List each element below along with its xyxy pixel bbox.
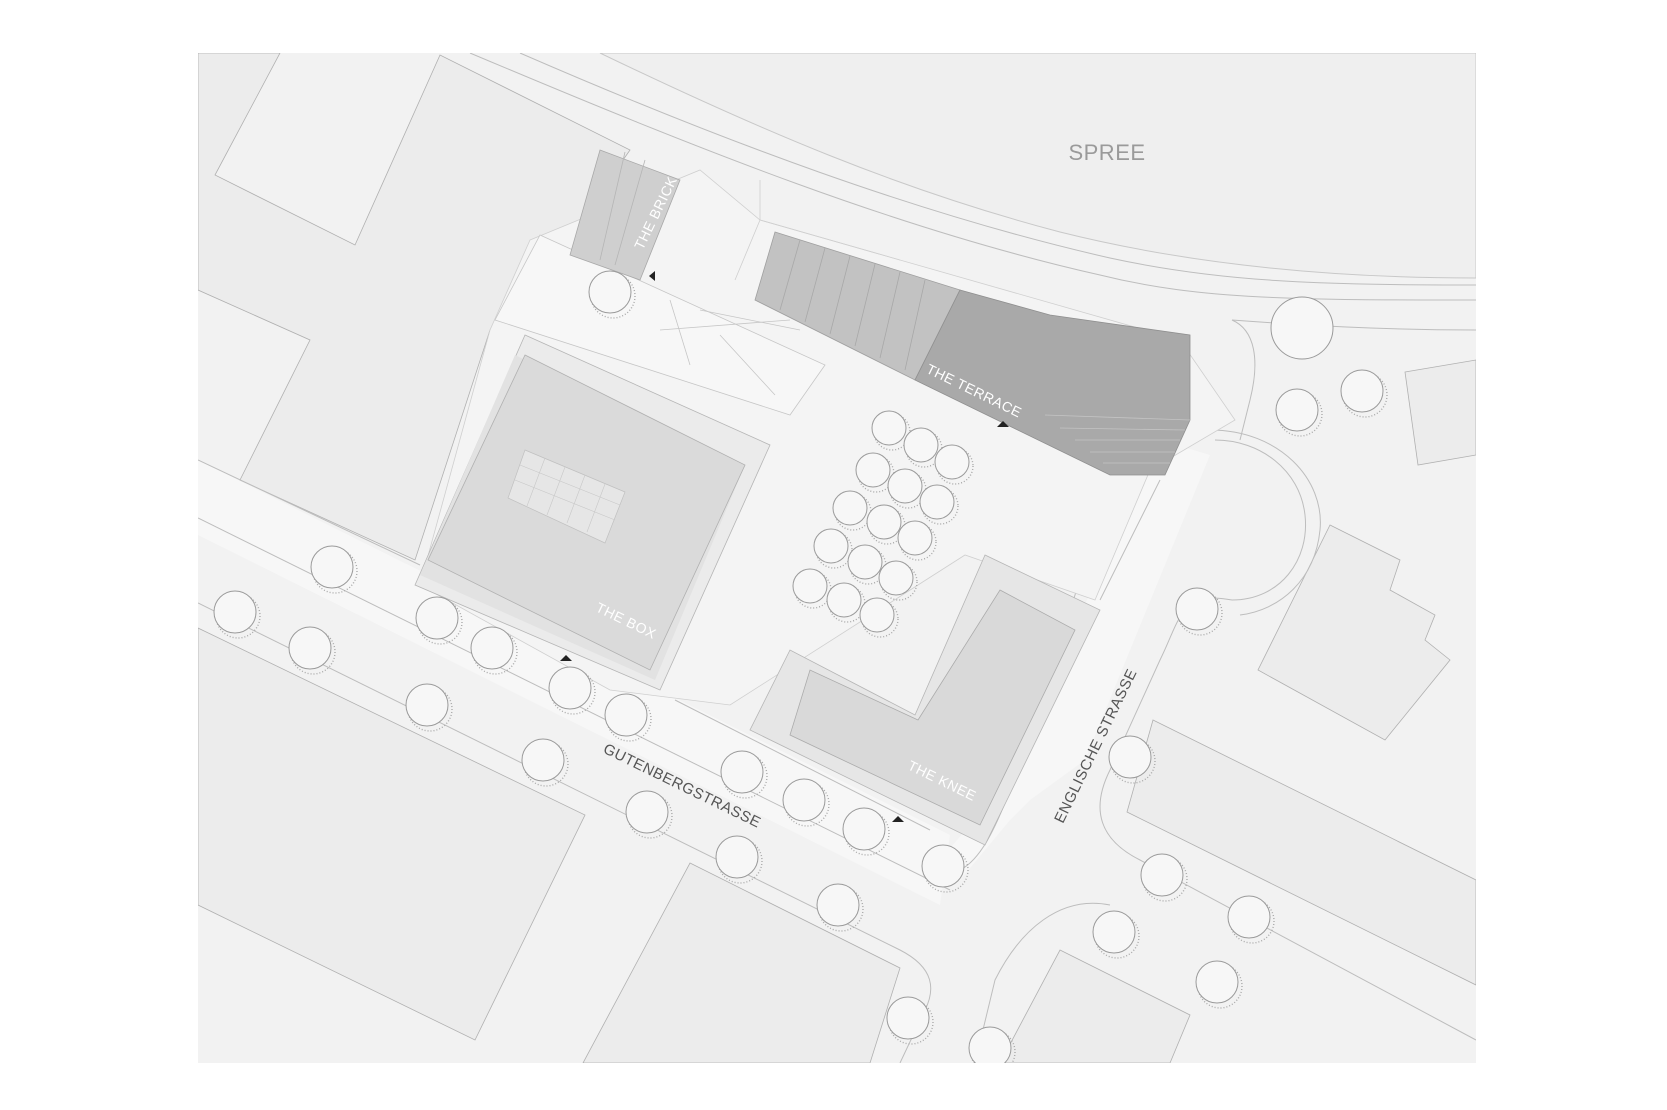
tree xyxy=(968,1026,1012,1063)
river-label: SPREE xyxy=(1068,140,1145,165)
tree xyxy=(720,750,764,794)
tree-shadow xyxy=(1110,738,1156,784)
tree xyxy=(715,835,759,879)
box-skylight xyxy=(507,449,626,544)
grove-tree xyxy=(934,444,970,480)
grove-tree xyxy=(903,427,939,463)
tree xyxy=(886,996,930,1040)
grove-tree xyxy=(847,544,883,580)
grove-tree xyxy=(859,597,895,633)
tree-shadow xyxy=(784,781,830,827)
grove-tree xyxy=(878,560,914,596)
tree-shadow xyxy=(1142,856,1188,902)
grove-tree xyxy=(871,410,907,446)
tree-shadow xyxy=(1094,913,1140,959)
tree xyxy=(816,883,860,927)
tree-shadow xyxy=(1342,372,1388,418)
connector-structure xyxy=(494,180,901,416)
neighbor-block-south xyxy=(582,862,901,1063)
grove-tree xyxy=(887,468,923,504)
neighbor-block-southwest xyxy=(198,627,586,1041)
tree xyxy=(288,626,332,670)
tree-shadow xyxy=(472,629,518,675)
tree-shadow xyxy=(523,741,569,787)
entrance-markers xyxy=(560,271,1009,822)
neighbor-blocks xyxy=(198,53,1476,1063)
tree-shadow xyxy=(1177,590,1223,636)
tree-shadow xyxy=(888,999,934,1045)
neighbor-block-southeast xyxy=(999,949,1191,1063)
tree-shadow xyxy=(550,669,596,715)
tree-shadow xyxy=(722,753,768,799)
grove-tree xyxy=(866,504,902,540)
tree xyxy=(310,545,354,589)
tree xyxy=(1175,587,1219,631)
neighbor-block-east-stepped xyxy=(1257,524,1451,741)
tree-shadow xyxy=(627,793,673,839)
building-the-knee xyxy=(749,554,1101,846)
tree xyxy=(782,778,826,822)
neighbor-block-east xyxy=(1126,719,1476,986)
tree-shadow xyxy=(590,273,636,319)
tree-shadow xyxy=(417,599,463,645)
grove-tree xyxy=(826,582,862,618)
grove-tree xyxy=(813,528,849,564)
building-the-terrace xyxy=(754,231,1191,476)
tree xyxy=(470,626,514,670)
tree xyxy=(1340,369,1384,413)
neighbor-block-northeast xyxy=(1404,359,1476,466)
grove-tree xyxy=(832,490,868,526)
tree xyxy=(921,844,965,888)
tree xyxy=(405,683,449,727)
tree xyxy=(588,270,632,314)
grove-tree xyxy=(919,484,955,520)
tree-shadow xyxy=(923,847,969,893)
tree-shadow xyxy=(1229,898,1275,944)
tree xyxy=(1140,853,1184,897)
tree xyxy=(625,790,669,834)
tree-shadow xyxy=(1277,391,1323,437)
tree-shadow xyxy=(407,686,453,732)
tree-shadow xyxy=(844,810,890,856)
tree xyxy=(604,693,648,737)
tree xyxy=(415,596,459,640)
building-the-box xyxy=(414,334,771,691)
tree-shadow xyxy=(606,696,652,742)
tree xyxy=(1108,735,1152,779)
tree-shadow xyxy=(818,886,864,932)
tree xyxy=(1227,895,1271,939)
grove-tree xyxy=(897,520,933,556)
tree xyxy=(521,738,565,782)
tree xyxy=(1195,960,1239,1004)
grove-tree xyxy=(792,568,828,604)
tree-shadow xyxy=(290,629,336,675)
tree-shadow xyxy=(970,1029,1016,1063)
tree-shadow xyxy=(717,838,763,884)
tree xyxy=(842,807,886,851)
tree-large xyxy=(1270,296,1334,360)
tree xyxy=(1092,910,1136,954)
tree xyxy=(1275,388,1319,432)
street-trees xyxy=(213,270,1388,1063)
turning-circle xyxy=(1214,439,1307,601)
building-the-brick xyxy=(569,149,681,281)
tree-shadow xyxy=(215,593,261,639)
grove-tree xyxy=(855,452,891,488)
river-spree xyxy=(599,53,1476,279)
tree xyxy=(548,666,592,710)
tree xyxy=(213,590,257,634)
tree-shadow xyxy=(312,548,358,594)
tree-shadow xyxy=(1197,963,1243,1009)
